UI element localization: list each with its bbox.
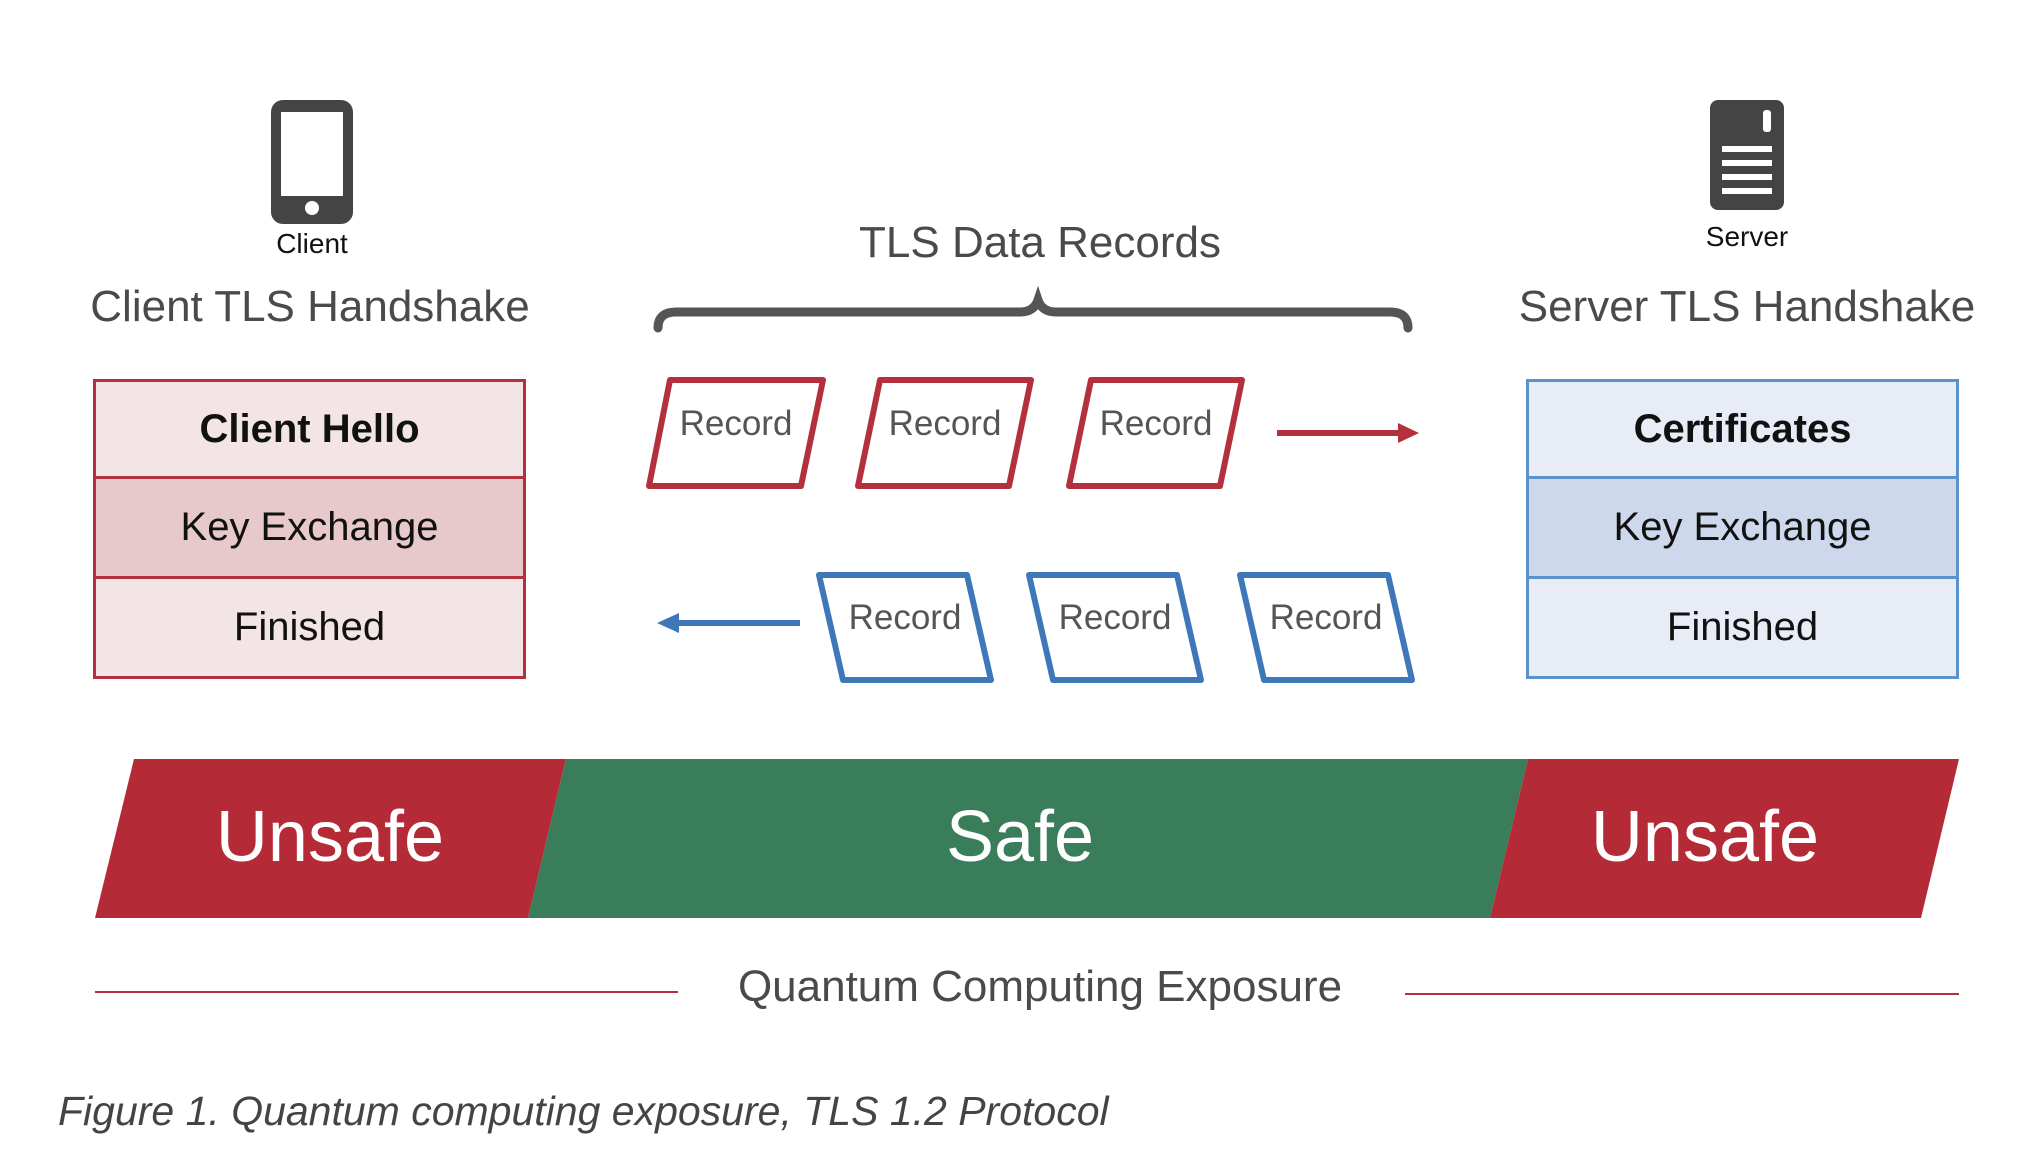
record-out-1-label: Record <box>679 404 793 443</box>
client-step-finished: Finished <box>93 579 526 679</box>
client-step-key-exchange: Key Exchange <box>93 479 526 579</box>
server-step-finished: Finished <box>1526 579 1959 679</box>
server-step-certificates: Certificates <box>1526 379 1959 479</box>
record-in-1-label: Record <box>848 598 962 637</box>
record-in-2 <box>1026 572 1204 683</box>
record-in-2-label: Record <box>1058 598 1172 637</box>
outgoing-records <box>646 377 1245 489</box>
record-in-1 <box>816 572 994 683</box>
client-handshake-title: Client TLS Handshake <box>90 282 530 331</box>
record-out-3-label: Record <box>1099 404 1213 443</box>
incoming-records <box>816 572 1415 683</box>
client-handshake-stack: Client Hello Key Exchange Finished <box>93 379 526 679</box>
exposure-label: Quantum Computing Exposure <box>737 962 1343 1011</box>
server-step-key-exchange: Key Exchange <box>1526 479 1959 579</box>
unsafe-label-right: Unsafe <box>1590 797 1820 877</box>
unsafe-segment-left <box>95 759 566 918</box>
unsafe-label-left: Unsafe <box>215 797 445 877</box>
record-in-3 <box>1237 572 1415 683</box>
figure-caption: Figure 1. Quantum computing exposure, TL… <box>58 1088 1109 1134</box>
client-icon-label: Client <box>276 228 348 259</box>
record-in-3-label: Record <box>1269 598 1383 637</box>
record-out-3 <box>1066 377 1245 489</box>
arrow-left-icon <box>657 613 800 633</box>
phone-icon <box>271 100 353 224</box>
arrow-right-icon <box>1277 423 1419 443</box>
safe-label: Safe <box>945 797 1095 877</box>
records-brace <box>653 285 1413 333</box>
record-out-2 <box>855 377 1034 489</box>
records-title: TLS Data Records <box>859 218 1221 267</box>
record-out-1 <box>646 377 826 489</box>
server-handshake-title: Server TLS Handshake <box>1518 282 1976 331</box>
client-step-client-hello: Client Hello <box>93 379 526 479</box>
server-icon <box>1710 100 1784 210</box>
unsafe-segment-right <box>1490 759 1959 918</box>
server-icon-label: Server <box>1705 221 1789 252</box>
server-handshake-stack: Certificates Key Exchange Finished <box>1526 379 1959 679</box>
safe-segment <box>528 759 1528 918</box>
record-out-2-label: Record <box>888 404 1002 443</box>
